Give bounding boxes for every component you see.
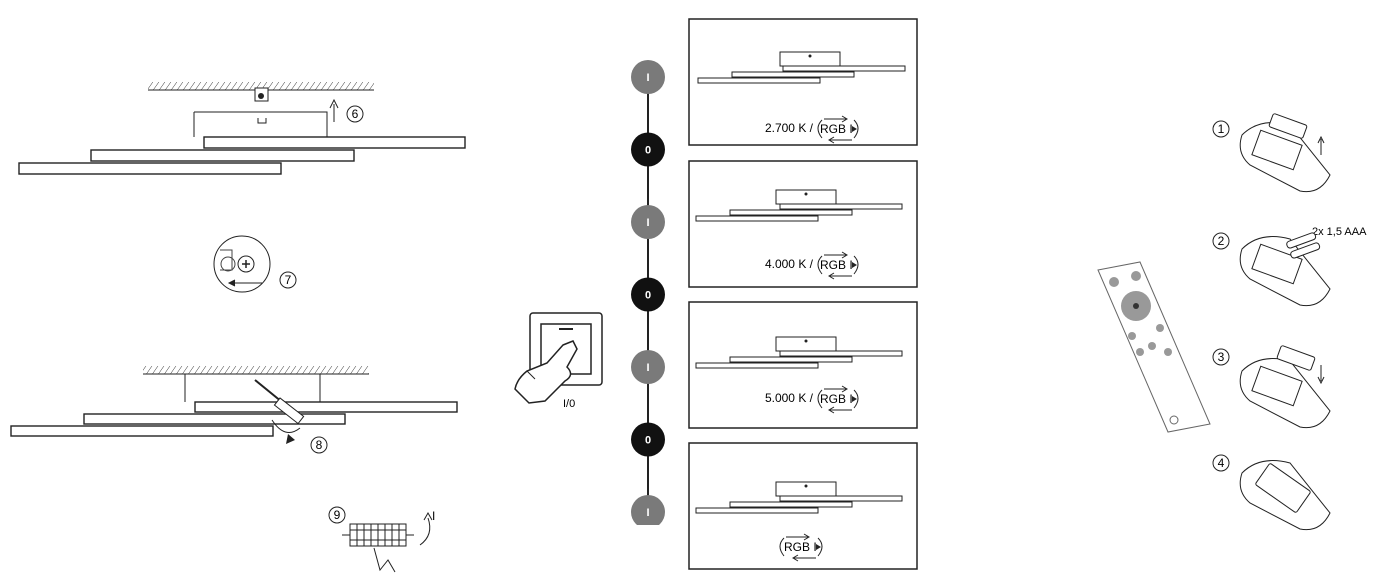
step8-fixture: 8 [10, 366, 458, 454]
light-bar-top [194, 401, 458, 413]
mode-3-kelvin: 5.000 K / [765, 391, 814, 405]
mode-2-kelvin: 4.000 K / [765, 257, 814, 271]
hand-pressing-icon [514, 340, 578, 404]
light-bar-bottom [18, 162, 282, 175]
step6-number: 6 [352, 107, 359, 121]
remote-button [1164, 348, 1172, 356]
battery-spec: 2x 1,5 AAA [1312, 226, 1367, 238]
battery-step-1: 1 [1212, 113, 1331, 193]
step9-number: 9 [334, 508, 341, 522]
mode-panel-1: 2.700 K / RGB I [688, 18, 918, 146]
step9-marker [328, 506, 346, 524]
remote-button [1136, 348, 1144, 356]
battery-icon [1290, 242, 1321, 259]
ceiling-hatch [143, 366, 369, 374]
mode-panel-2: 4.000 K / RGB I [688, 160, 918, 288]
mode-2-rgb: RGB I [820, 258, 853, 272]
remote-control [1097, 261, 1211, 433]
state-label: I [646, 362, 649, 374]
rgb-cycle-icon: RGB I [779, 533, 823, 562]
wall-switch: I/0 [514, 312, 603, 410]
step8-marker [310, 436, 328, 454]
state-label: 0 [645, 290, 651, 302]
battery-step-3: 3 [1212, 345, 1331, 429]
light-bar-middle [83, 413, 346, 425]
battery-cover-icon [1268, 113, 1308, 139]
mode-1-rgb: RGB I [820, 122, 853, 136]
rgb-cycle-icon: RGB I [817, 115, 859, 144]
rgb-cycle-icon: RGB I [817, 251, 859, 280]
battery-cover-closed [1255, 463, 1311, 513]
light-bar-bottom [10, 425, 274, 437]
rotation-mark: I [432, 509, 435, 523]
state-on-dot [631, 60, 665, 94]
switch-label: I/0 [563, 398, 575, 410]
mode-4-rgb: RGB I [784, 540, 817, 554]
state-label: 0 [645, 145, 651, 157]
mode-1-kelvin: 2.700 K / [765, 121, 814, 135]
step7-marker [279, 271, 297, 289]
state-label: I [646, 72, 649, 84]
battery-step-2: 2 2x 1,5 AAA [1212, 226, 1367, 307]
battery-step-2-number: 2 [1218, 234, 1225, 248]
mode-panel-4: RGB I [688, 442, 918, 570]
state-on-dot [631, 205, 665, 239]
hand-icon [373, 547, 396, 573]
step8-number: 8 [316, 438, 323, 452]
state-label: 0 [645, 435, 651, 447]
battery-step-3-number: 3 [1218, 350, 1225, 364]
light-bar-top [203, 136, 466, 149]
step7-detail: 7 [213, 235, 297, 293]
state-label: I [646, 217, 649, 229]
battery-step-4-number: 4 [1218, 456, 1225, 470]
state-off-dot [631, 422, 665, 457]
state-label: I [646, 507, 649, 519]
state-off-dot [631, 132, 665, 167]
battery-cover-icon [1276, 345, 1316, 371]
remote-button [1156, 324, 1164, 332]
remote-button [1128, 332, 1136, 340]
step6-fixture: 6 [18, 82, 466, 175]
installation-diagram: 6 7 8 9 [10, 82, 466, 573]
step7-number: 7 [285, 273, 292, 287]
battery-step-4: 4 [1212, 454, 1331, 531]
remote-button [1131, 271, 1141, 281]
battery-steps: 1 2 2x 1,5 AAA 3 4 [1212, 113, 1367, 531]
mode-3-rgb: RGB I [820, 392, 853, 406]
mode-panel-3: 5.000 K / RGB I [688, 301, 918, 429]
ceiling-hatch [148, 82, 374, 90]
screwdriver-icon [254, 379, 305, 425]
state-on-dot [631, 350, 665, 384]
mode-panels: 2.700 K / RGB I 4.000 K / RGB I [688, 18, 918, 570]
rgb-cycle-icon: RGB I [817, 385, 859, 414]
state-on-dot [631, 495, 665, 525]
step6-marker [346, 105, 364, 123]
light-bar-middle [90, 149, 355, 162]
battery-step-1-number: 1 [1218, 122, 1225, 136]
battery-icon [1286, 232, 1317, 249]
remote-button [1148, 342, 1156, 350]
remote-logo [1169, 415, 1179, 425]
state-off-dot [631, 277, 665, 312]
step9-terminal: 9 I [328, 506, 435, 573]
remote-button [1109, 277, 1119, 287]
